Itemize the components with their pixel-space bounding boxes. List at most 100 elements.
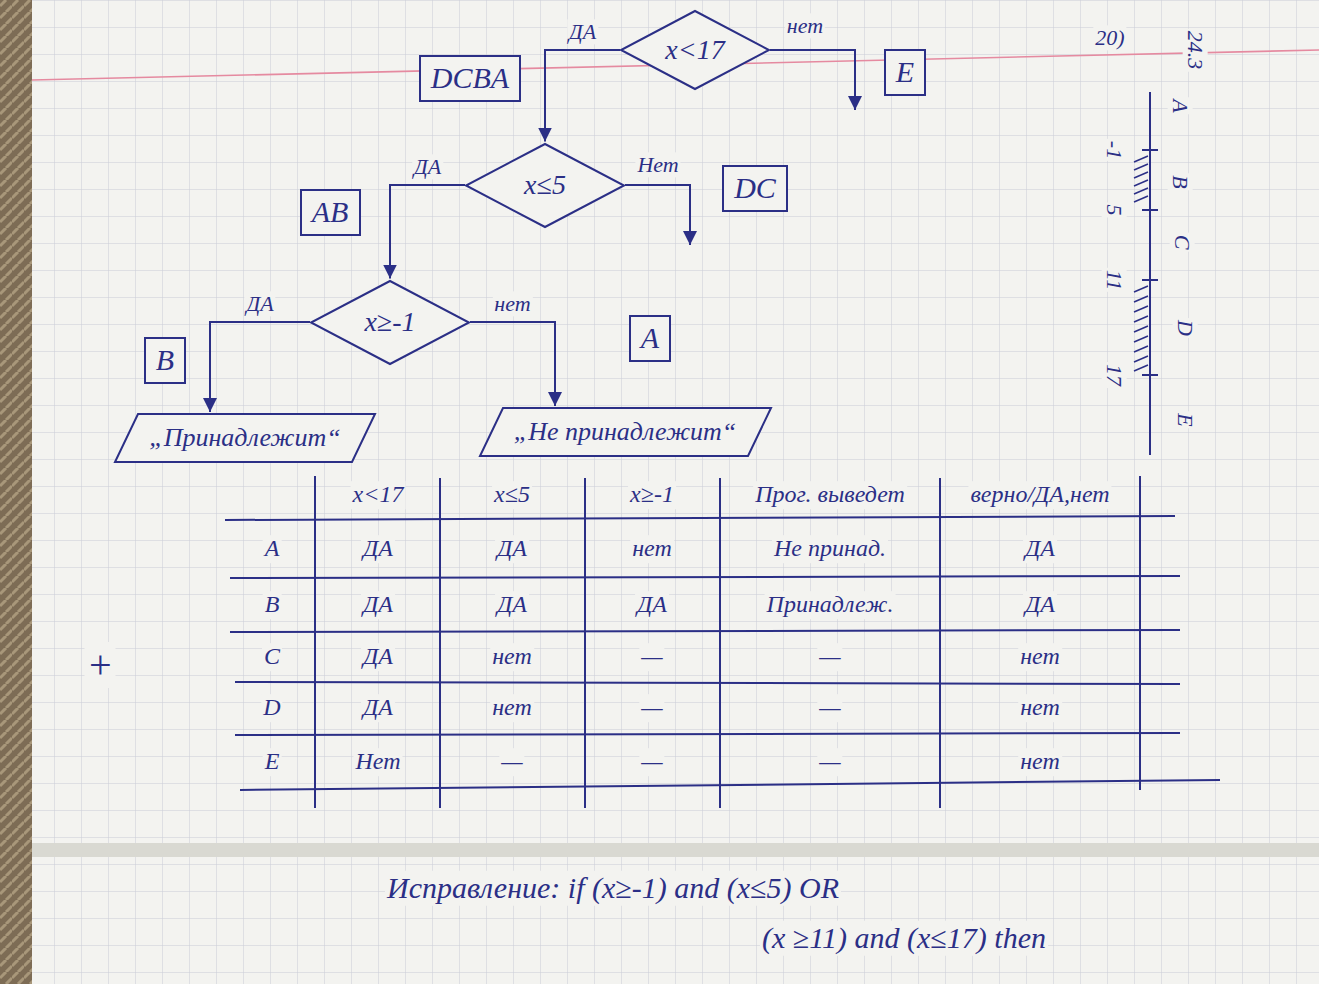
table-cell: B <box>263 591 282 619</box>
table-cell: Не принад. <box>772 535 888 563</box>
label-holder: 20) <box>1093 25 1126 50</box>
edge-label-holder: ДА <box>567 19 598 44</box>
label-holder: D <box>1172 318 1197 338</box>
table-cell: нет <box>630 535 674 563</box>
node-text: DC <box>734 171 776 206</box>
label-holder: Нет <box>635 152 680 177</box>
region-letter: C <box>1169 233 1194 252</box>
table-cell: ДА <box>495 535 529 563</box>
label-holder: нет <box>1018 643 1062 671</box>
label-holder: Исправление: if (x≥-1) and (x≤5) OR <box>385 871 841 906</box>
node-text: „Не принадлежит“ <box>514 417 737 447</box>
table-cell: нет <box>1018 694 1062 722</box>
label-holder: нет <box>1018 748 1062 776</box>
region-letter: D <box>1172 318 1197 338</box>
no-branch-arrow <box>625 185 690 245</box>
correction-note: (x ≥11) and (x≤17) then <box>760 921 1048 956</box>
edge-label-holder: нет <box>492 291 532 316</box>
label-holder: ДА <box>635 591 669 619</box>
table-header: Прог. выведет <box>753 481 907 509</box>
region-box: A <box>629 315 671 362</box>
flow-arrow <box>470 322 555 406</box>
label-holder: E <box>263 748 282 776</box>
axis-number: 17 <box>1101 362 1126 388</box>
table-cell: нет <box>1018 643 1062 671</box>
table-cell: E <box>263 748 282 776</box>
table-cell: A <box>263 535 282 563</box>
label-holder: нет <box>630 535 674 563</box>
label-holder: нет <box>490 643 534 671</box>
task-number: 24.3 <box>1182 29 1207 72</box>
table-cell: ДА <box>361 643 395 671</box>
label-holder: — <box>817 748 842 776</box>
node-text-block: „Не принадлежит“ <box>514 417 737 447</box>
node-text: x≤5 <box>524 169 566 201</box>
table-cell: — <box>639 694 664 722</box>
label-holder: + <box>85 642 116 688</box>
label-holder: нет <box>1018 694 1062 722</box>
label-holder: D <box>261 694 282 722</box>
node-text-block: x≥-1 <box>364 306 415 338</box>
task-number: 20) <box>1093 25 1126 50</box>
region-box: B <box>144 337 186 384</box>
node-text: „Принадлежит“ <box>149 423 341 453</box>
label-holder: — <box>639 748 664 776</box>
shape-outline <box>621 11 769 89</box>
table-header: x<17 <box>351 481 406 509</box>
label-holder: ДА <box>495 591 529 619</box>
node-text: B <box>156 343 174 378</box>
table-cell: Нет <box>354 748 403 776</box>
node-text-block: DCBA <box>431 61 509 96</box>
region-box: AB <box>300 189 361 236</box>
label-holder: верно/ДА,нет <box>968 481 1111 509</box>
axis-number: 5 <box>1101 203 1126 218</box>
label-holder: A <box>263 535 282 563</box>
label-holder: ДА <box>361 643 395 671</box>
label-holder: x≤5 <box>492 481 532 509</box>
table-cell: — <box>817 643 842 671</box>
table-cell: ДА <box>361 694 395 722</box>
correction-note: Исправление: if (x≥-1) and (x≤5) OR <box>385 871 841 906</box>
label-holder: Прог. выведет <box>753 481 907 509</box>
edge-label-holder: ДА <box>244 291 275 316</box>
label-holder: -1 <box>1101 139 1126 161</box>
table-header: x≥-1 <box>628 481 676 509</box>
branch-label: ДА <box>567 19 598 44</box>
label-holder: ДА <box>361 535 395 563</box>
shape-outline <box>311 281 469 364</box>
table-cell: — <box>499 748 524 776</box>
branch-label: ДА <box>244 291 275 316</box>
axis-number: 11 <box>1101 268 1126 292</box>
label-holder: Нет <box>354 748 403 776</box>
axis-number: -1 <box>1101 139 1126 161</box>
label-holder: x≥-1 <box>628 481 676 509</box>
label-holder: 5 <box>1101 203 1126 218</box>
node-text-block: B <box>156 343 174 378</box>
node-text: x<17 <box>665 34 724 66</box>
label-holder: A <box>1167 97 1192 114</box>
table-header: верно/ДА,нет <box>968 481 1111 509</box>
label-holder: ДА <box>361 694 395 722</box>
page-fold <box>32 843 1319 857</box>
check-mark: + <box>85 642 116 688</box>
node-text-block: DC <box>734 171 776 206</box>
label-holder: x<17 <box>351 481 406 509</box>
shape-outline <box>480 408 771 456</box>
label-holder: 17 <box>1101 362 1126 388</box>
label-holder: — <box>817 643 842 671</box>
table-cell: ДА <box>361 591 395 619</box>
table-cell: Принадлеж. <box>765 591 896 619</box>
table-cell: нет <box>490 694 534 722</box>
branch-label: ДА <box>412 154 443 179</box>
label-holder: ДА <box>1023 591 1057 619</box>
label-holder: — <box>817 694 842 722</box>
table-cell: — <box>817 748 842 776</box>
node-text-block: A <box>641 321 659 356</box>
table-cell: — <box>639 748 664 776</box>
label-holder: C <box>262 643 282 671</box>
node-text: x≥-1 <box>364 306 415 338</box>
